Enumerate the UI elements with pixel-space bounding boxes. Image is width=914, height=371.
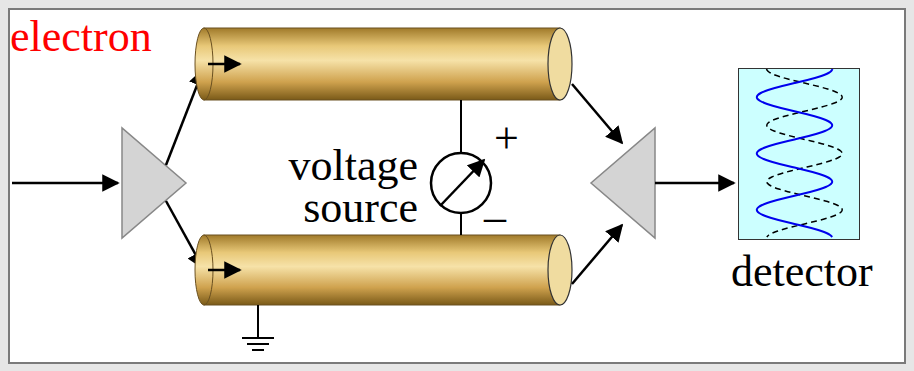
interference-pattern	[739, 69, 858, 238]
polarity-label: –	[484, 196, 506, 238]
particle-label: electron	[10, 16, 152, 58]
shifted-fringes	[767, 69, 843, 237]
fringes	[757, 69, 833, 237]
source-label: voltage source	[268, 145, 418, 229]
beam-arrow	[655, 182, 734, 185]
drift-tube	[195, 235, 572, 305]
polarity-label: +	[494, 118, 519, 160]
beam-splitter	[591, 128, 655, 238]
ground-symbol	[242, 305, 274, 350]
panel	[9, 9, 905, 363]
beam-arrow	[12, 182, 118, 185]
node-label: detector	[731, 251, 873, 293]
drift-tube	[195, 28, 572, 100]
voltage-source-symbol	[431, 100, 491, 235]
detector-screen: detector	[738, 68, 860, 240]
beam-arrow	[572, 225, 622, 284]
beam-arrow	[572, 84, 622, 143]
